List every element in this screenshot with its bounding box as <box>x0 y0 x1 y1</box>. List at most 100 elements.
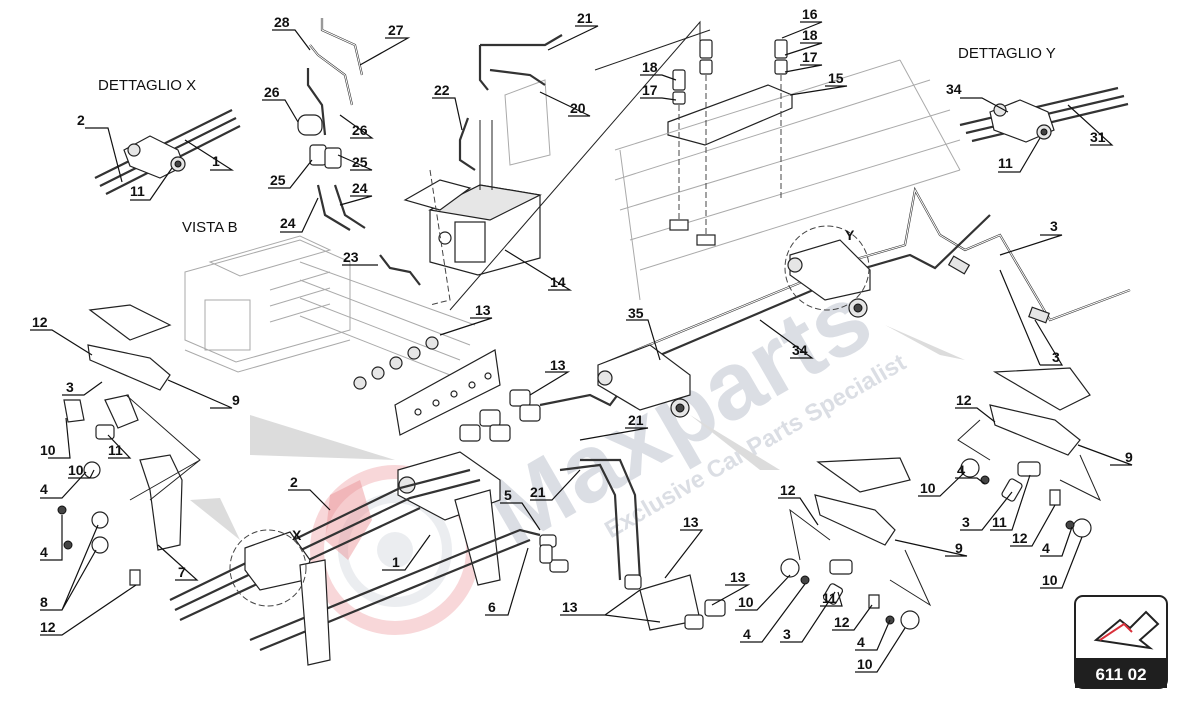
callout-2b: 2 <box>290 474 298 490</box>
callout-15: 15 <box>828 70 844 86</box>
callout-18: 18 <box>802 27 818 43</box>
callout-13b: 13 <box>550 357 566 373</box>
detail-y-title: DETTAGLIO Y <box>958 45 1056 62</box>
callout-21: 21 <box>577 10 593 26</box>
callout-14: 14 <box>550 274 566 290</box>
detail-x-title: DETTAGLIO X <box>98 77 196 94</box>
callout-13c: 13 <box>683 514 699 530</box>
rail-assembly-right: Y <box>784 225 871 318</box>
callout-29: 26 <box>264 84 280 100</box>
callout-12c: 12 <box>780 482 796 498</box>
callout-4: 4 <box>40 481 48 497</box>
callout-18b: 18 <box>642 59 658 75</box>
view-wedge <box>190 498 240 540</box>
callout-35: 35 <box>628 305 644 321</box>
callout-9b: 9 <box>955 540 963 556</box>
callout-22: 22 <box>434 82 450 98</box>
callout-31: 34 <box>946 81 962 97</box>
callout-16: 16 <box>802 6 818 22</box>
detail-y-marker <box>784 225 870 311</box>
callout-34: 34 <box>792 342 808 358</box>
reference-code: 611 02 <box>1095 665 1146 684</box>
callout-23: 21 <box>628 412 644 428</box>
callout-3b: 3 <box>1052 349 1060 365</box>
callout-27: 28 <box>274 14 290 30</box>
view-wedge <box>885 325 965 360</box>
left-bracket-group <box>57 304 201 586</box>
union-plate-lower <box>624 574 726 631</box>
mounting-plate <box>614 39 961 301</box>
callout-12: 12 <box>32 314 48 330</box>
callout-11c: 11 <box>108 442 123 458</box>
arrow-icon <box>1093 610 1160 650</box>
callout-10b: 10 <box>68 462 84 478</box>
callout-4d: 4 <box>857 634 865 650</box>
callout-11d: 11 <box>822 590 837 606</box>
callout-6: 6 <box>488 599 496 615</box>
callout-1: 1 <box>212 153 220 169</box>
callout-30: 31 <box>1090 129 1106 145</box>
callout-1b: 1 <box>392 554 400 570</box>
callout-24b: 24 <box>280 215 296 231</box>
callout-4c: 4 <box>743 626 751 642</box>
callout-10: 10 <box>40 442 56 458</box>
rail-assembly-center <box>597 344 691 418</box>
view-wedge <box>690 415 780 470</box>
callout-5: 5 <box>504 487 512 503</box>
callout-10d: 10 <box>857 656 873 672</box>
callout-10e: 10 <box>920 480 936 496</box>
callout-26: 27 <box>388 22 404 38</box>
assembly-line <box>429 169 451 306</box>
callout-3c: 3 <box>66 379 74 395</box>
callout-24: 24 <box>352 180 368 196</box>
callout-23b: 21 <box>530 484 546 500</box>
callout-labels: 2 1 11 34 31 11 28 27 26 26 25 25 24 24 … <box>32 6 1133 672</box>
callout-4f: 4 <box>1042 540 1050 556</box>
callout-11: 11 <box>130 183 145 199</box>
callout-13: 13 <box>475 302 491 318</box>
callout-13e: 13 <box>730 569 746 585</box>
view-b-title: VISTA B <box>182 219 238 236</box>
assembly-line <box>449 20 701 311</box>
callout-3e: 3 <box>962 514 970 530</box>
callout-17b: 17 <box>642 82 658 98</box>
callout-28b: 25 <box>270 172 286 188</box>
callout-25: 23 <box>343 249 359 265</box>
center-bracket-group <box>780 457 932 630</box>
marker-y-label: Y <box>845 227 855 243</box>
marker-x-label: X <box>292 527 302 543</box>
callout-4b: 4 <box>40 544 48 560</box>
callout-12f: 12 <box>1012 530 1028 546</box>
callout-3: 3 <box>1050 218 1058 234</box>
right-bracket-group <box>957 367 1102 538</box>
leader-lines <box>30 21 1133 673</box>
abs-unit <box>403 79 551 276</box>
callout-2: 2 <box>77 112 85 128</box>
callout-11e: 11 <box>992 514 1007 530</box>
detail-x-drawing <box>94 109 241 195</box>
callout-17: 17 <box>802 49 818 65</box>
callout-29b: 26 <box>352 122 368 138</box>
brake-pipes-upper <box>297 18 563 286</box>
callout-7: 7 <box>178 564 186 580</box>
callout-20: 20 <box>570 100 586 116</box>
callout-28: 25 <box>352 154 368 170</box>
callout-12d: 12 <box>834 614 850 630</box>
watermark: Maxparts Exclusive Car Parts Specialist <box>310 264 911 635</box>
rail-assembly-lower <box>169 451 541 652</box>
callout-4e: 4 <box>957 462 965 478</box>
reference-badge: 611 02 <box>1074 595 1168 689</box>
callout-12e: 12 <box>956 392 972 408</box>
callout-12b: 12 <box>40 619 56 635</box>
callout-9c: 9 <box>1125 449 1133 465</box>
detail-x-marker <box>229 529 307 607</box>
rail-assembly-left: X <box>229 527 331 666</box>
view-wedge <box>250 415 395 460</box>
callout-11-y: 11 <box>998 155 1013 171</box>
callout-10f: 10 <box>1042 572 1058 588</box>
callout-13d: 13 <box>562 599 578 615</box>
callout-10c: 10 <box>738 594 754 610</box>
assembly-line <box>594 29 711 71</box>
callout-3d: 3 <box>783 626 791 642</box>
